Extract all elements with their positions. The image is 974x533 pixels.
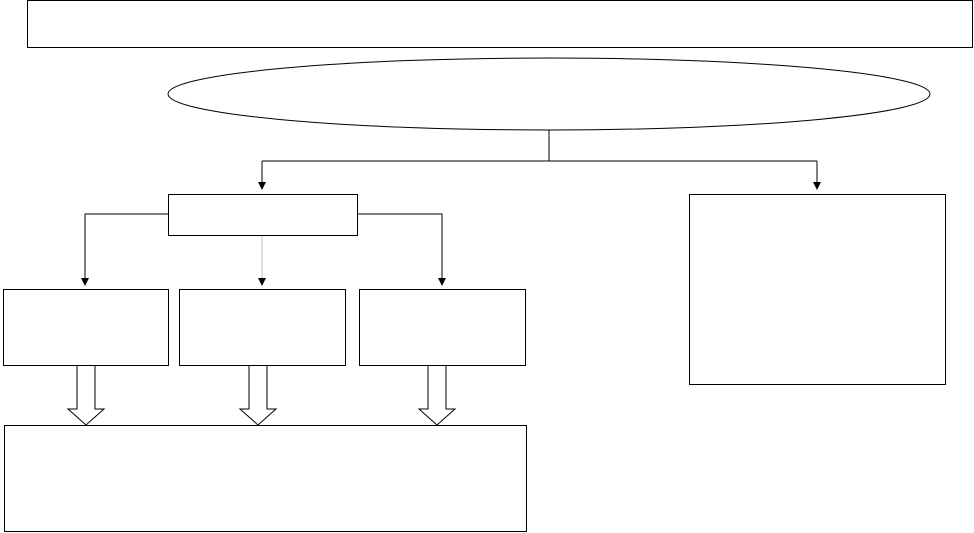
bottom-node: [4, 425, 527, 532]
left-branch-node: [168, 194, 358, 236]
connector-to-child-1: [81, 213, 168, 286]
root-node: [168, 58, 930, 130]
child-node-1: [3, 289, 169, 366]
title-bar: [27, 0, 973, 48]
right-branch-node: [689, 194, 946, 385]
block-arrow-1: [66, 364, 106, 426]
block-arrow-3: [417, 364, 457, 426]
connector-to-child-3: [357, 213, 446, 286]
child-node-3: [359, 289, 526, 366]
child-node-2: [179, 289, 346, 366]
block-arrow-2: [238, 364, 278, 426]
